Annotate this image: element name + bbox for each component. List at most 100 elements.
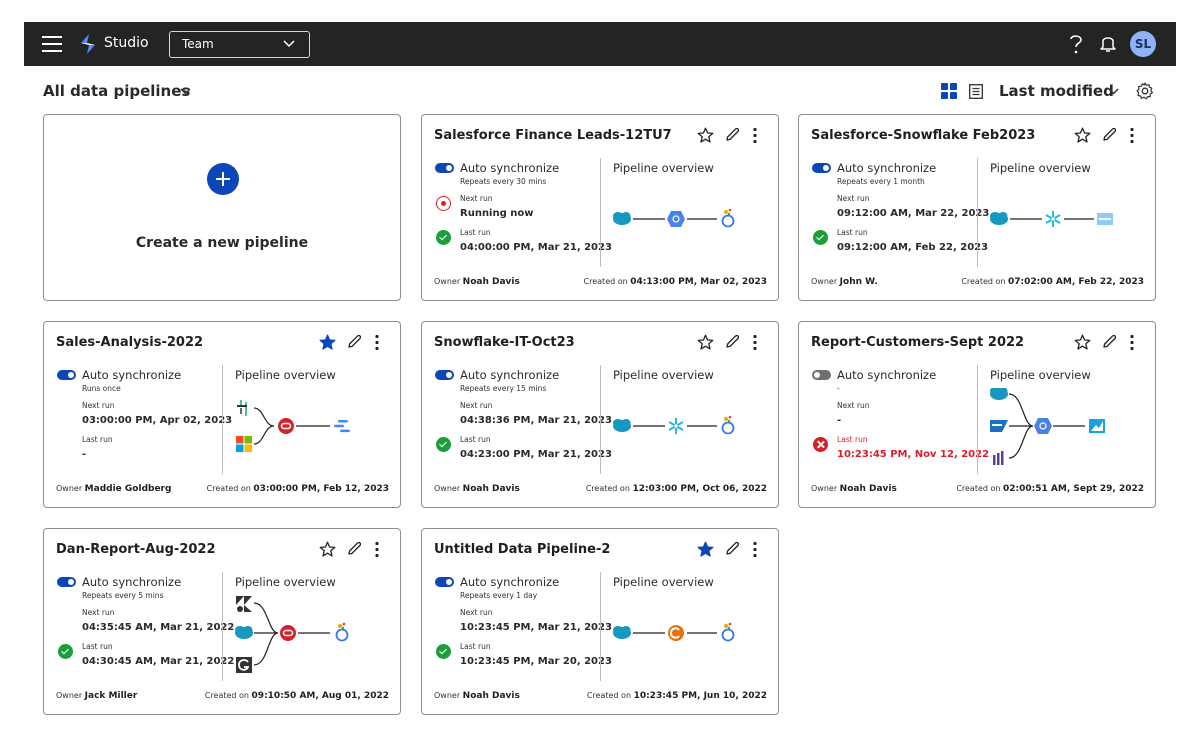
pipeline-title[interactable]: Report-Customers-Sept 2022 bbox=[811, 335, 1025, 350]
pipeline-title[interactable]: Snowflake-IT-Oct23 bbox=[434, 335, 575, 350]
pipeline-diagram[interactable] bbox=[985, 388, 1145, 474]
last-run-value: 04:23:00 PM, Mar 21, 2023 bbox=[460, 449, 612, 460]
pipeline-overview-label: Pipeline overview bbox=[990, 161, 1091, 175]
more-options-icon[interactable] bbox=[374, 541, 380, 558]
created-date-value: 10:23:45 PM, Jun 10, 2022 bbox=[633, 691, 767, 701]
edit-pencil-icon[interactable] bbox=[1101, 334, 1117, 350]
auto-sync-toggle[interactable] bbox=[57, 577, 76, 587]
edit-pencil-icon[interactable] bbox=[1101, 127, 1117, 143]
auto-sync-toggle[interactable] bbox=[435, 577, 454, 587]
next-run-value: - bbox=[837, 415, 842, 426]
edit-pencil-icon[interactable] bbox=[346, 541, 362, 557]
pipeline-diagram[interactable] bbox=[230, 388, 390, 474]
star-icon[interactable] bbox=[697, 127, 714, 144]
microsoft-icon bbox=[236, 436, 252, 452]
sort-select[interactable]: Last modified bbox=[999, 82, 1114, 100]
pipeline-diagram[interactable] bbox=[985, 181, 1145, 267]
segment-icon bbox=[237, 400, 247, 416]
sync-frequency: Repeats every 15 mins bbox=[460, 384, 547, 393]
pipeline-diagram[interactable] bbox=[608, 595, 768, 681]
last-run-value: 04:00:00 PM, Mar 21, 2023 bbox=[460, 242, 612, 253]
auto-sync-toggle[interactable] bbox=[435, 370, 454, 380]
gear-icon[interactable] bbox=[1136, 82, 1154, 100]
pipeline-title[interactable]: Untitled Data Pipeline-2 bbox=[434, 542, 611, 557]
avatar[interactable]: SL bbox=[1130, 31, 1156, 57]
more-options-icon[interactable] bbox=[1129, 334, 1135, 351]
bigquery-icon bbox=[667, 211, 685, 227]
more-options-icon[interactable] bbox=[752, 334, 758, 351]
more-options-icon[interactable] bbox=[752, 127, 758, 144]
edit-pencil-icon[interactable] bbox=[724, 127, 740, 143]
owner-name: John W. bbox=[839, 277, 878, 287]
next-run-label: Next run bbox=[460, 194, 493, 203]
last-run-label: Last run bbox=[837, 228, 868, 237]
bell-icon[interactable] bbox=[1099, 33, 1117, 53]
create-pipeline-card[interactable]: Create a new pipeline bbox=[43, 114, 401, 301]
last-run-label: Last run bbox=[837, 435, 868, 444]
bigquery-icon bbox=[1034, 418, 1052, 434]
created-date: Created on 07:02:00 AM, Feb 22, 2023 bbox=[961, 277, 1144, 287]
grid-view-icon[interactable] bbox=[941, 83, 957, 99]
pipeline-diagram[interactable] bbox=[230, 595, 390, 681]
star-icon[interactable] bbox=[1074, 127, 1091, 144]
team-select[interactable]: Team bbox=[169, 31, 310, 58]
star-icon[interactable] bbox=[319, 334, 336, 351]
next-run-value: Running now bbox=[460, 208, 534, 219]
created-label: Created on bbox=[585, 484, 630, 493]
add-icon[interactable] bbox=[207, 163, 239, 195]
more-options-icon[interactable] bbox=[1129, 127, 1135, 144]
auto-sync-toggle[interactable] bbox=[812, 370, 831, 380]
help-icon[interactable] bbox=[1069, 33, 1083, 55]
looker-icon bbox=[721, 415, 735, 435]
edit-pencil-icon[interactable] bbox=[346, 334, 362, 350]
created-label: Created on bbox=[204, 691, 249, 700]
last-run-value: - bbox=[82, 449, 87, 460]
more-options-icon[interactable] bbox=[752, 541, 758, 558]
more-options-icon[interactable] bbox=[374, 334, 380, 351]
star-icon[interactable] bbox=[319, 541, 336, 558]
running-status-icon bbox=[436, 196, 451, 211]
star-icon[interactable] bbox=[1074, 334, 1091, 351]
looker-icon bbox=[721, 622, 735, 642]
pipeline-title[interactable]: Sales-Analysis-2022 bbox=[56, 335, 204, 350]
success-check-icon bbox=[436, 437, 451, 452]
pipeline-diagram[interactable] bbox=[608, 388, 768, 474]
created-date-value: 07:02:00 AM, Feb 22, 2023 bbox=[1008, 277, 1144, 287]
next-run-value: 04:35:45 AM, Mar 21, 2022 bbox=[82, 622, 235, 633]
next-run-label: Next run bbox=[82, 401, 115, 410]
list-view-icon[interactable] bbox=[969, 84, 983, 99]
star-icon[interactable] bbox=[697, 541, 714, 558]
pipeline-title[interactable]: Salesforce Finance Leads-12TU7 bbox=[434, 128, 672, 143]
created-date: Created on 12:03:00 PM, Oct 06, 2022 bbox=[586, 484, 767, 494]
last-run-value: 10:23:45 PM, Mar 20, 2023 bbox=[460, 656, 612, 667]
auto-sync-toggle[interactable] bbox=[57, 370, 76, 380]
divider bbox=[977, 158, 978, 267]
salesforce-icon bbox=[613, 419, 631, 432]
hamburger-menu-icon[interactable] bbox=[42, 35, 64, 53]
divider bbox=[600, 365, 601, 474]
chevron-down-icon[interactable] bbox=[180, 88, 191, 95]
auto-sync-toggle[interactable] bbox=[812, 163, 831, 173]
zendesk-icon bbox=[236, 596, 252, 612]
pipeline-diagram[interactable] bbox=[608, 181, 768, 267]
studio-logo-icon bbox=[81, 34, 95, 54]
edit-pencil-icon[interactable] bbox=[724, 334, 740, 350]
pipeline-title[interactable]: Salesforce-Snowflake Feb2023 bbox=[811, 128, 1036, 143]
created-date-value: 03:00:00 PM, Feb 12, 2023 bbox=[253, 484, 389, 494]
sync-frequency: Repeats every 1 day bbox=[460, 591, 538, 600]
edit-pencil-icon[interactable] bbox=[724, 541, 740, 557]
chevron-down-icon[interactable] bbox=[1108, 88, 1119, 95]
owner: Owner Noah Davis bbox=[434, 691, 520, 701]
pipeline-filter-select[interactable]: All data pipelines bbox=[43, 82, 191, 100]
star-icon[interactable] bbox=[697, 334, 714, 351]
auto-sync-toggle[interactable] bbox=[435, 163, 454, 173]
salesforce-icon bbox=[613, 212, 631, 225]
pipeline-title[interactable]: Dan-Report-Aug-2022 bbox=[56, 542, 216, 557]
